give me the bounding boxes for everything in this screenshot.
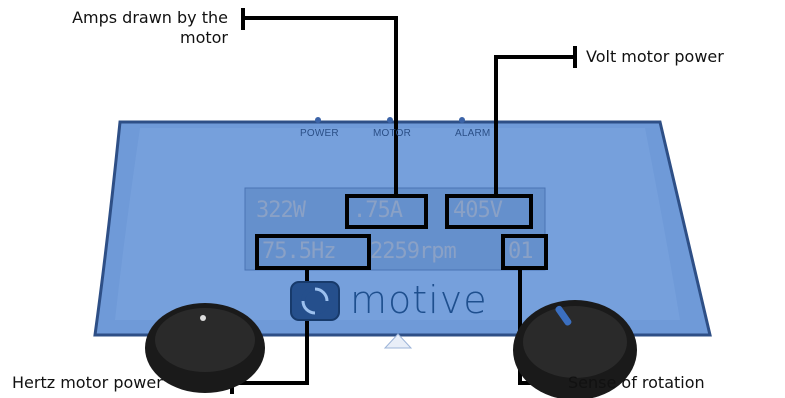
volts-box bbox=[445, 194, 533, 229]
rotation-callout: Sense of rotation bbox=[568, 373, 705, 392]
left-knob bbox=[145, 303, 265, 393]
volt-callout: Volt motor power bbox=[586, 47, 724, 66]
motor-led-label: MOTOR bbox=[373, 128, 412, 139]
callout-boxes bbox=[255, 194, 548, 270]
display-hertz: 75.5Hz bbox=[262, 239, 336, 264]
brand-name: motive bbox=[350, 278, 488, 322]
rotation-box bbox=[501, 234, 548, 270]
display-watts: 322W bbox=[256, 198, 306, 223]
volt-leader bbox=[494, 55, 575, 196]
led-indicators bbox=[315, 117, 465, 123]
amps-box bbox=[345, 194, 428, 229]
center-marker-icon bbox=[383, 333, 413, 349]
hertz-callout: Hertz motor power bbox=[12, 373, 163, 392]
amps-callout: Amps drawn by the motor bbox=[20, 8, 228, 48]
display-amps: .75A bbox=[353, 198, 403, 223]
power-led-label: POWER bbox=[300, 128, 339, 139]
amps-callout-line2: motor bbox=[179, 28, 228, 47]
right-knob bbox=[513, 300, 637, 398]
display-rpm: 2259rpm bbox=[370, 239, 457, 264]
brand-logo-icon bbox=[290, 281, 340, 321]
alarm-led-label: ALARM bbox=[455, 128, 491, 139]
display-rotation: 01 bbox=[508, 239, 533, 264]
hertz-box bbox=[255, 234, 371, 270]
amps-callout-line1: Amps drawn by the bbox=[72, 8, 228, 27]
display-volts: 405V bbox=[453, 198, 503, 223]
amps-leader bbox=[243, 16, 398, 196]
